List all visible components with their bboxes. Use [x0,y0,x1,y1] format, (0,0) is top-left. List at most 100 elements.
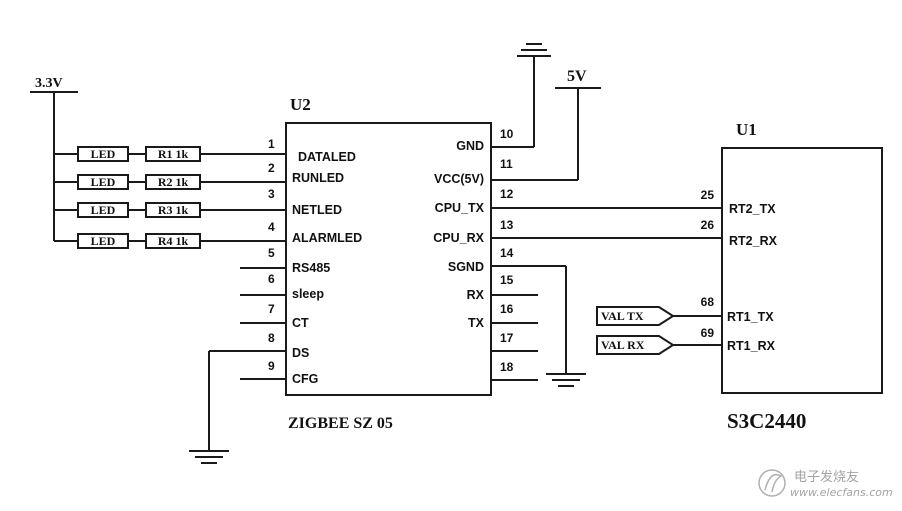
u2-pin-4: 4 ALARMLED [268,220,362,245]
watermark-logo-icon [758,469,786,497]
svg-text:RS485: RS485 [292,261,330,275]
u1-body [721,147,883,394]
u1-pin-25: 25 RT2_TX [701,188,777,216]
svg-text:14: 14 [500,246,514,260]
svg-text:VCC(5V): VCC(5V) [434,172,484,186]
ground-symbol-ds [189,351,229,464]
svg-text:ALARMLED: ALARMLED [292,231,362,245]
svg-text:9: 9 [268,359,275,373]
svg-text:CPU_RX: CPU_RX [433,231,484,245]
svg-text:26: 26 [701,218,715,232]
u2-body [285,122,492,396]
u1-s3c2440: U1 S3C2440 25 RT2_TX 26 RT2_RX 68 RT1_TX… [673,120,883,433]
u2-pin-15: 15 RX [467,273,538,302]
u2-pin-7: 7 CT [240,302,309,330]
u2-pin-8: 8 DS [209,331,309,360]
led-3-label: LED [91,203,116,217]
led-row-1: LED R1 1k [54,146,286,162]
u2-pin-14: 14 SGND [448,246,566,274]
u2-pin-16: 16 TX [468,302,538,330]
power-3v3-label: 3.3V [35,76,63,91]
resistor-r2-label: R2 1k [158,175,189,189]
svg-text:RUNLED: RUNLED [292,171,344,185]
svg-text:17: 17 [500,331,514,345]
u2-pin-11: 11 VCC(5V) [434,157,578,186]
port-val-tx-flag [596,306,675,326]
svg-text:RT1_RX: RT1_RX [727,339,776,353]
u1-ref: U1 [736,120,757,139]
u2-pin-9: 9 CFG [240,359,318,386]
u2-pin-5: 5 RS485 [240,246,330,275]
u2-pin-3: 3 NETLED [268,187,342,217]
u2-pin-13: 13 CPU_RX [433,218,722,245]
power-5v-label: 5V [567,68,587,85]
svg-text:CPU_TX: CPU_TX [435,201,485,215]
u1-part-name: S3C2440 [727,409,806,433]
svg-text:13: 13 [500,218,514,232]
u2-pin-1: 1 DATALED [268,137,356,164]
led-1-label: LED [91,147,116,161]
svg-text:25: 25 [701,188,715,202]
u2-part-name: ZIGBEE SZ 05 [288,415,393,432]
svg-text:8: 8 [268,331,275,345]
svg-text:68: 68 [701,295,715,309]
svg-text:RT2_TX: RT2_TX [729,202,776,216]
svg-text:6: 6 [268,272,275,286]
svg-text:3: 3 [268,187,275,201]
watermark: 电子发烧友 www.elecfans.com [758,469,893,499]
svg-text:16: 16 [500,302,514,316]
port-val-tx-label: VAL TX [601,309,644,323]
power-5v-supply: 5V [555,68,601,180]
u2-pin-17: 17 [491,331,538,352]
u1-pin-26: 26 RT2_RX [701,218,778,248]
svg-text:RT2_RX: RT2_RX [729,234,778,248]
svg-text:DS: DS [292,346,309,360]
svg-text:SGND: SGND [448,260,484,274]
svg-text:69: 69 [701,326,715,340]
svg-text:5: 5 [268,246,275,260]
svg-text:GND: GND [456,139,484,153]
ground-symbol-top [517,43,551,147]
svg-text:2: 2 [268,161,275,175]
svg-text:CT: CT [292,316,309,330]
u2-ref: U2 [290,95,311,114]
led-4-label: LED [91,234,116,248]
svg-text:4: 4 [268,220,275,234]
watermark-url: www.elecfans.com [790,486,893,499]
svg-text:TX: TX [468,316,485,330]
port-val-rx: VAL RX [596,335,675,355]
watermark-cn-text: 电子发烧友 [794,469,859,485]
led-row-2: LED R2 1k [54,174,286,190]
svg-text:CFG: CFG [292,372,318,386]
power-3v3-rail: 3.3V [30,76,78,241]
led-row-3: LED R3 1k [54,202,286,218]
port-val-tx: VAL TX [596,306,675,326]
port-val-rx-label: VAL RX [601,338,645,352]
led-row-4: LED R4 1k [54,233,286,249]
resistor-r3-label: R3 1k [158,203,189,217]
u1-pin-69: 69 RT1_RX [673,326,776,353]
svg-text:15: 15 [500,273,514,287]
svg-text:11: 11 [500,157,513,171]
u2-pin-6: 6 sleep [240,272,324,301]
svg-text:12: 12 [500,187,514,201]
resistor-r1-label: R1 1k [158,147,189,161]
svg-text:7: 7 [268,302,275,316]
svg-text:10: 10 [500,127,514,141]
u1-pin-68: 68 RT1_TX [673,295,774,324]
ground-symbol-sgnd [546,266,586,387]
u2-pin-2: 2 RUNLED [268,161,344,185]
led-2-label: LED [91,175,116,189]
u2-pin-18: 18 [491,360,538,381]
svg-text:sleep: sleep [292,287,324,301]
svg-text:18: 18 [500,360,514,374]
svg-text:DATALED: DATALED [298,150,356,164]
svg-text:RT1_TX: RT1_TX [727,310,774,324]
u2-pin-12: 12 CPU_TX [435,187,722,215]
u2-pin-10: 10 GND [456,127,534,153]
svg-text:RX: RX [467,288,485,302]
port-val-rx-flag [596,335,675,355]
u2-zigbee-module: U2 ZIGBEE SZ 05 1 DATALED 2 RUNLED 3 NET… [209,95,722,432]
resistor-r4-label: R4 1k [158,234,189,248]
